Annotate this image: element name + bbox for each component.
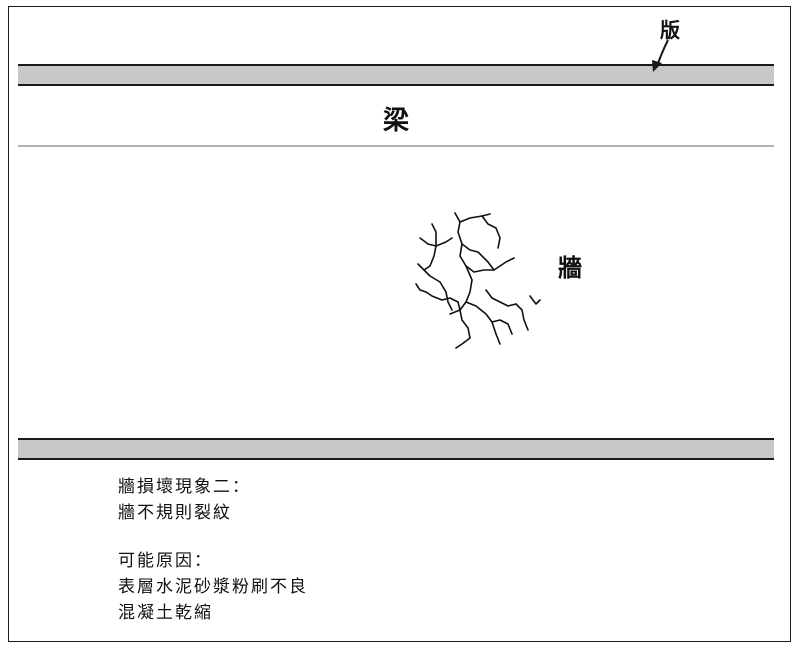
beam-label: 梁 <box>383 106 410 136</box>
irregular-cracks <box>415 212 541 349</box>
slab-label: 版 <box>660 18 680 42</box>
slab-band-top <box>18 64 774 86</box>
damage-heading: 牆損壞現象二： <box>118 477 251 497</box>
wall-label: 牆 <box>558 254 582 282</box>
causes-title: 可能原因： <box>118 551 213 571</box>
slab-arrow <box>652 39 669 72</box>
cause-item: 混凝土乾縮 <box>118 603 213 623</box>
damage-phenomenon: 牆不規則裂紋 <box>118 503 232 523</box>
notes-block: 牆損壞現象二： 牆不規則裂紋 可能原因： 表層水泥砂漿粉刷不良 混凝土乾縮 <box>118 474 308 626</box>
cause-item: 表層水泥砂漿粉刷不良 <box>118 577 308 597</box>
slab-band-bottom <box>18 438 774 460</box>
diagram-frame <box>8 6 791 642</box>
